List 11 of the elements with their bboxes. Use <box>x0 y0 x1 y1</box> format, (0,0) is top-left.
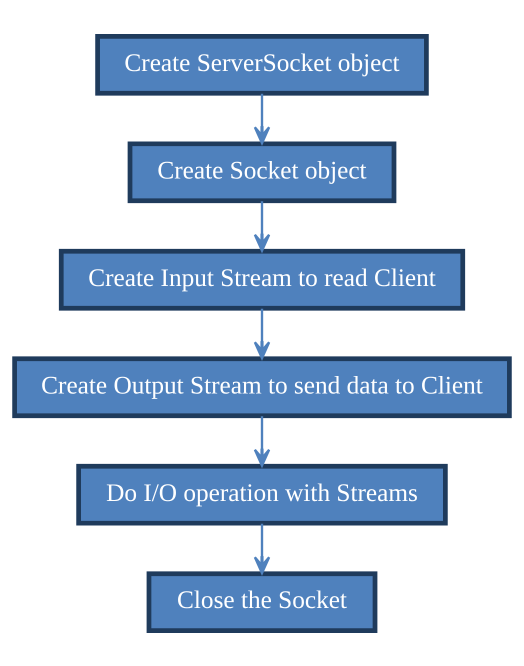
node-box: Do I/O operation with Streams <box>76 463 448 526</box>
arrow <box>254 93 270 144</box>
node-box: Create ServerSocket object <box>95 33 429 96</box>
node-box: Create Output Stream to send data to Client <box>12 356 512 418</box>
node-box: Create Input Stream to read Client <box>58 248 466 310</box>
arrow <box>254 416 270 466</box>
arrow <box>254 308 270 359</box>
node-box: Close the Socket <box>146 570 378 633</box>
arrow <box>254 200 270 252</box>
node-box: Create Socket object <box>128 140 396 203</box>
arrow <box>254 523 270 574</box>
